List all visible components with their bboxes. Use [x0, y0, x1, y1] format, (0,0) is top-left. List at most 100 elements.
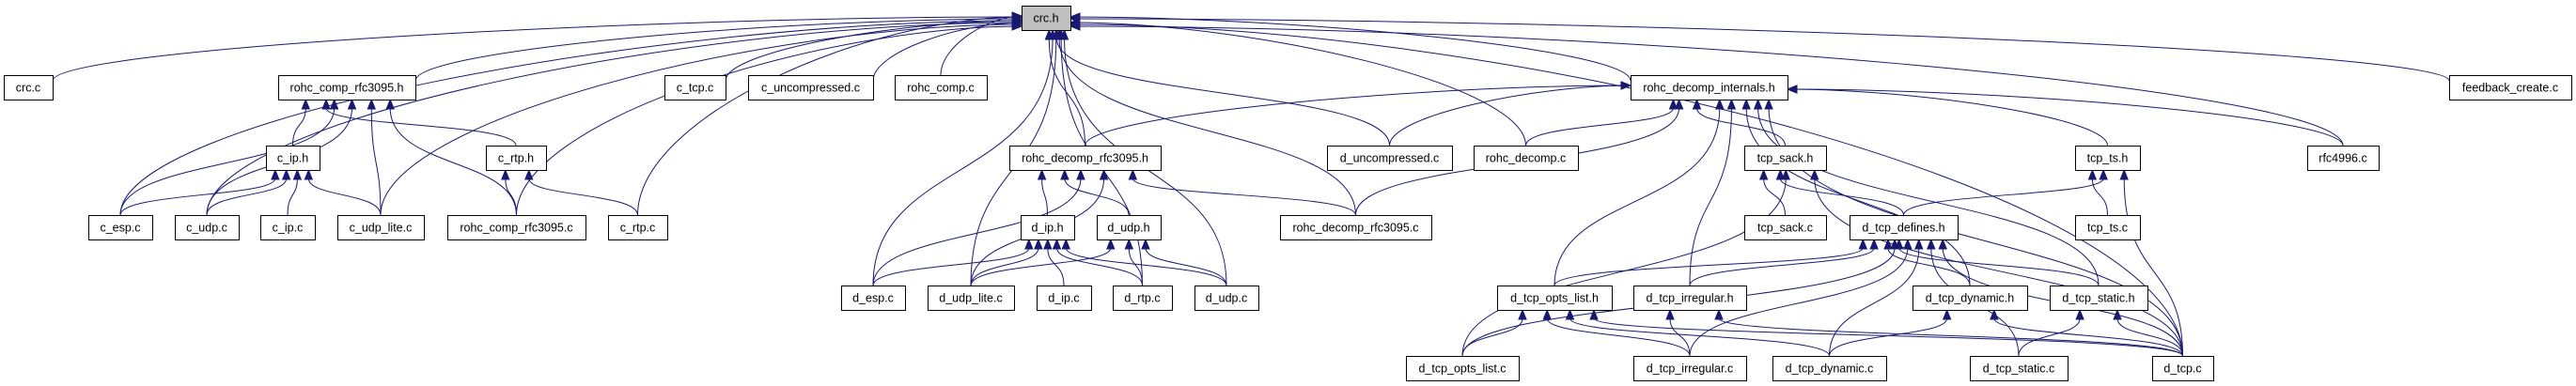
node-box: [447, 215, 586, 240]
node-d-tcp-defines-h[interactable]: d_tcp_defines.h: [1850, 215, 1959, 240]
edge-line: [1461, 178, 1787, 357]
node-tcp-sack-c[interactable]: tcp_sack.c: [1744, 215, 1827, 240]
node-d-tcp-opts-list-c[interactable]: d_tcp_opts_list.c: [1406, 356, 1520, 381]
node-d-tcp-c[interactable]: d_tcp.c: [2152, 356, 2214, 381]
edge-line: [1461, 317, 1523, 357]
node-label: rohc_decomp_rfc3095.c: [1292, 222, 1418, 235]
node-d-tcp-irregular-c[interactable]: d_tcp_irregular.c: [1633, 356, 1747, 381]
arrowhead-icon: [2087, 168, 2098, 180]
edge-line: [1763, 178, 1786, 216]
node-box: [1009, 146, 1162, 171]
node-d-rtp-c[interactable]: d_rtp.c: [1113, 286, 1173, 311]
edge-d-tcp-dynamic-c-to-d-tcp-opts-list-h: [1565, 308, 1830, 357]
node-rohc-decomp-c[interactable]: rohc_decomp.c: [1474, 146, 1579, 171]
edge-line: [1058, 38, 1356, 216]
node-tcp-ts-c[interactable]: tcp_ts.c: [2075, 215, 2141, 240]
edge-line: [1903, 178, 2104, 216]
node-d-tcp-opts-list-h[interactable]: d_tcp_opts_list.h: [1497, 286, 1613, 311]
node-d-ip-h[interactable]: d_ip.h: [1021, 215, 1075, 240]
node-c-rtp-c[interactable]: c_rtp.c: [608, 215, 668, 240]
edge-line: [970, 247, 1112, 286]
edge-d-tcp-dynamic-c-to-d-tcp-dynamic-h: [1829, 308, 1952, 357]
edge-line: [380, 23, 1023, 216]
node-label: d_ip.c: [1048, 292, 1079, 305]
edge-c-uncompressed-c-to-crc-h: [872, 18, 1023, 82]
arrowhead-icon: [1059, 28, 1069, 40]
node-c-ip-c[interactable]: c_ip.c: [260, 215, 316, 240]
edge-d-tcp-dynamic-h-to-d-tcp-defines-h: [1883, 238, 1971, 286]
arrowhead-icon: [367, 98, 377, 110]
node-crc-h[interactable]: crc.h: [1022, 6, 1071, 31]
node-d-ip-c[interactable]: d_ip.c: [1037, 286, 1092, 311]
edge-line: [1069, 22, 1526, 147]
node-rohc-decomp-internals-h[interactable]: rohc_decomp_internals.h: [1631, 75, 1788, 100]
arrowhead-icon: [1034, 238, 1043, 250]
node-label: rohc_decomp_rfc3095.h: [1022, 152, 1148, 165]
node-c-uncompressed-c[interactable]: c_uncompressed.c: [748, 75, 874, 100]
arrowhead-icon: [524, 168, 534, 180]
node-label: tcp_ts.c: [2087, 222, 2128, 235]
node-c-rtp-h[interactable]: c_rtp.h: [486, 146, 547, 171]
node-d-tcp-static-c[interactable]: d_tcp_static.c: [1970, 356, 2069, 381]
node-box: [1406, 356, 1520, 381]
node-rohc-comp-c[interactable]: rohc_comp.c: [895, 75, 988, 100]
edge-line: [1055, 38, 1390, 147]
node-d-tcp-static-h[interactable]: d_tcp_static.h: [2050, 286, 2148, 311]
node-rohc-decomp-rfc3095-c[interactable]: rohc_decomp_rfc3095.c: [1280, 215, 1432, 240]
node-box: [1850, 215, 1959, 240]
node-crc-c[interactable]: crc.c: [4, 75, 54, 100]
edge-rohc-comp-rfc3095-c-to-rohc-comp-rfc3095-h: [385, 98, 517, 216]
arrowhead-icon: [1726, 98, 1737, 110]
edge-line: [389, 107, 517, 216]
node-box: [1497, 286, 1613, 311]
arrowhead-icon: [1883, 238, 1893, 250]
node-rohc-comp-rfc3095-c[interactable]: rohc_comp_rfc3095.c: [447, 215, 586, 240]
node-feedback-create-c[interactable]: feedback_create.c: [2449, 75, 2572, 100]
node-box: [608, 215, 668, 240]
edge-tcp-sack-h-to-rohc-decomp-internals-h: [1692, 98, 1786, 147]
edge-line: [1718, 317, 2183, 357]
node-rohc-comp-rfc3095-h[interactable]: rohc_comp_rfc3095.h: [278, 75, 416, 100]
node-label: crc.h: [1033, 12, 1058, 25]
node-d-tcp-dynamic-h[interactable]: d_tcp_dynamic.h: [1912, 286, 2028, 311]
edge-line: [370, 107, 382, 216]
edge-d-tcp-dynamic-h-to-rohc-decomp-internals-h: [1741, 98, 1971, 286]
node-d-udp-h[interactable]: d_udp.h: [1097, 215, 1162, 240]
node-d-udp-c[interactable]: d_udp.c: [1194, 286, 1259, 311]
node-c-udp-c[interactable]: c_udp.c: [175, 215, 240, 240]
node-box: [1744, 146, 1827, 171]
edge-c-udp-c-to-crc-h: [206, 18, 1023, 216]
node-box: [2075, 146, 2141, 171]
node-label: rohc_decomp.c: [1486, 152, 1566, 165]
arrowhead-icon: [1141, 238, 1150, 250]
node-box: [260, 215, 316, 240]
node-d-uncompressed-c[interactable]: d_uncompressed.c: [1327, 146, 1453, 171]
node-c-esp-c[interactable]: c_esp.c: [88, 215, 153, 240]
edge-c-udp-lite-c-to-c-ip-h: [304, 168, 382, 216]
node-label: d_tcp_opts_list.c: [1418, 363, 1506, 376]
node-rohc-decomp-rfc3095-h[interactable]: rohc_decomp_rfc3095.h: [1009, 146, 1162, 171]
node-c-tcp-c[interactable]: c_tcp.c: [664, 75, 726, 100]
node-d-udp-lite-c[interactable]: d_udp_lite.c: [928, 286, 1015, 311]
edge-rohc-comp-rfc3095-c-to-c-rtp-h: [501, 168, 517, 216]
arrowhead-icon: [1076, 168, 1085, 180]
node-tcp-ts-h[interactable]: tcp_ts.h: [2075, 146, 2141, 171]
node-label: rohc_comp_rfc3095.c: [460, 222, 572, 235]
node-d-esp-c[interactable]: d_esp.c: [841, 286, 906, 311]
arrowhead-icon: [1869, 238, 1879, 250]
node-d-tcp-irregular-h[interactable]: d_tcp_irregular.h: [1633, 286, 1747, 311]
nodes-layer: crc.h crc.c rohc_comp_rfc3095.h c_tcp.c c_un…: [4, 6, 2572, 381]
node-c-ip-h[interactable]: c_ip.h: [266, 146, 320, 171]
node-d-tcp-dynamic-c[interactable]: d_tcp_dynamic.c: [1772, 356, 1887, 381]
edge-line: [307, 178, 382, 216]
node-rfc4996-c[interactable]: rfc4996.c: [2307, 146, 2380, 171]
node-tcp-sack-h[interactable]: tcp_sack.h: [1744, 146, 1827, 171]
arrowhead-icon: [2075, 308, 2084, 320]
edge-line: [1787, 88, 2108, 147]
arrowhead-icon: [1781, 168, 1790, 180]
edge-d-tcp-static-c-to-d-tcp-static-h: [2018, 308, 2084, 357]
node-c-udp-lite-c[interactable]: c_udp_lite.c: [337, 215, 425, 240]
edge-line: [1553, 247, 1864, 286]
arrowhead-icon: [1565, 308, 1575, 320]
edge-c-ip-h-to-rohc-comp-rfc3095-h: [292, 98, 311, 147]
